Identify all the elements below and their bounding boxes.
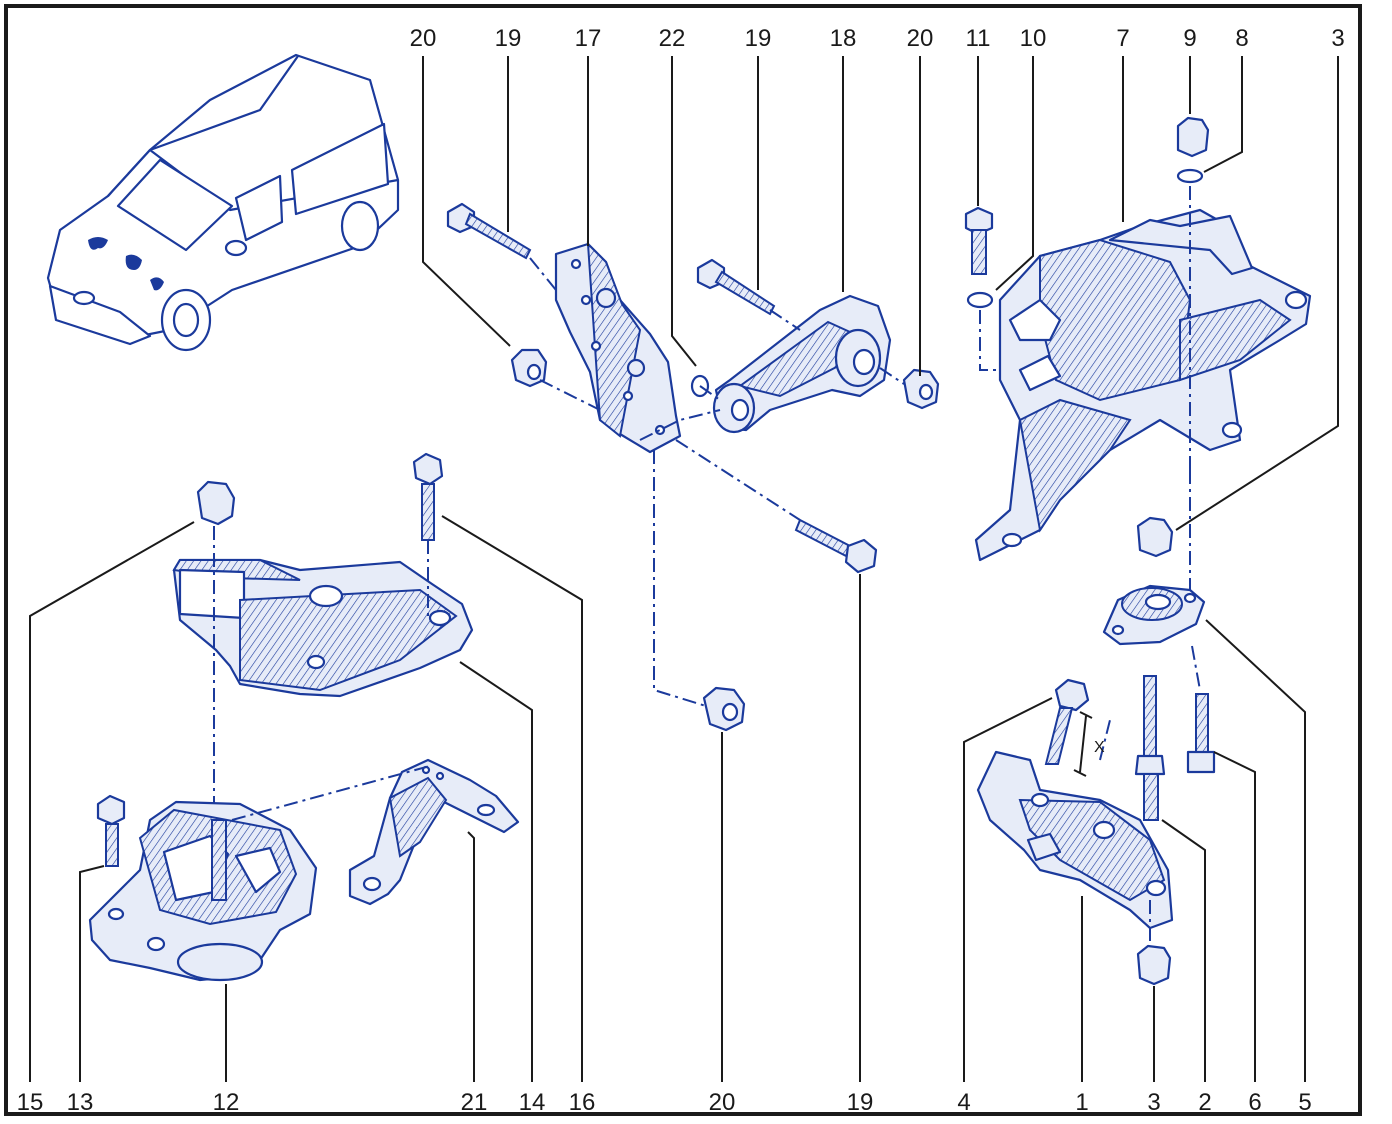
callout-top-1: 20 (410, 25, 437, 52)
callout-top-4: 22 (659, 25, 686, 52)
part-12-engine-mount (88, 800, 318, 982)
leader-lines (29, 56, 1339, 1082)
part-10-washer (966, 291, 994, 309)
callout-labels-bottom: 15 13 12 21 14 16 20 19 4 1 3 2 6 5 (17, 1089, 1312, 1116)
callout-top-5: 19 (745, 25, 772, 52)
part-21-bracket (348, 758, 520, 906)
part-6-bolt (1186, 693, 1216, 774)
part-8-washer (1176, 168, 1204, 184)
callout-bottom-1: 15 (17, 1089, 44, 1116)
part-18-torque-rod (712, 294, 892, 434)
callout-bottom-10: 1 (1075, 1089, 1088, 1116)
callout-top-3: 17 (575, 25, 602, 52)
callout-top-6: 18 (830, 25, 857, 52)
part-9-nut (1176, 116, 1210, 158)
part-3-nut-upper (1136, 516, 1174, 558)
part-15-nut (196, 480, 236, 526)
callout-top-11: 9 (1183, 25, 1196, 52)
part-19-bolt-lower (794, 518, 878, 574)
callout-top-7: 20 (907, 25, 934, 52)
part-1-gearbox-bracket (976, 750, 1174, 930)
part-20-nut-right (902, 368, 940, 410)
part-20-nut-left (510, 348, 548, 388)
part-19-bolt-upper-right (696, 258, 776, 316)
callout-top-2: 19 (495, 25, 522, 52)
callout-bottom-12: 2 (1198, 1089, 1211, 1116)
callout-bottom-8: 19 (847, 1089, 874, 1116)
part-17-bracket (554, 241, 682, 454)
part-13-bolt (96, 794, 126, 867)
callout-bottom-11: 3 (1147, 1089, 1160, 1116)
callout-bottom-13: 6 (1248, 1089, 1261, 1116)
callout-bottom-5: 14 (519, 1089, 546, 1116)
part-3-nut-lower (1136, 944, 1172, 986)
callout-top-12: 8 (1235, 25, 1248, 52)
part-4-bolt (1044, 678, 1090, 765)
part-11-bolt (964, 206, 994, 275)
callout-labels-top: 20 19 17 22 19 18 20 11 10 7 9 8 3 (410, 25, 1345, 52)
callout-top-8: 11 (966, 25, 991, 52)
vehicle-illustration (46, 53, 400, 352)
callout-bottom-2: 13 (67, 1089, 94, 1116)
part-16-bolt (412, 452, 444, 541)
part-5-rubber-pad (1102, 584, 1206, 646)
part-2-stud (1134, 675, 1166, 821)
callout-top-9: 10 (1020, 25, 1047, 52)
callout-bottom-7: 20 (709, 1089, 736, 1116)
part-7-gearbox-mount (974, 208, 1312, 562)
callout-bottom-6: 16 (569, 1089, 596, 1116)
callout-bottom-3: 12 (213, 1089, 240, 1116)
callout-top-10: 7 (1116, 25, 1129, 52)
part-14-engine-mount-plate (172, 558, 474, 698)
callout-top-13: 3 (1331, 25, 1344, 52)
x-dimension: X (1073, 711, 1105, 777)
part-19-bolt-upper-left (446, 202, 532, 260)
callout-bottom-4: 21 (461, 1089, 488, 1116)
part-20-nut-lower (702, 686, 746, 732)
svg-text:X: X (1094, 739, 1105, 756)
callout-bottom-14: 5 (1298, 1089, 1311, 1116)
callout-bottom-9: 4 (957, 1089, 970, 1116)
